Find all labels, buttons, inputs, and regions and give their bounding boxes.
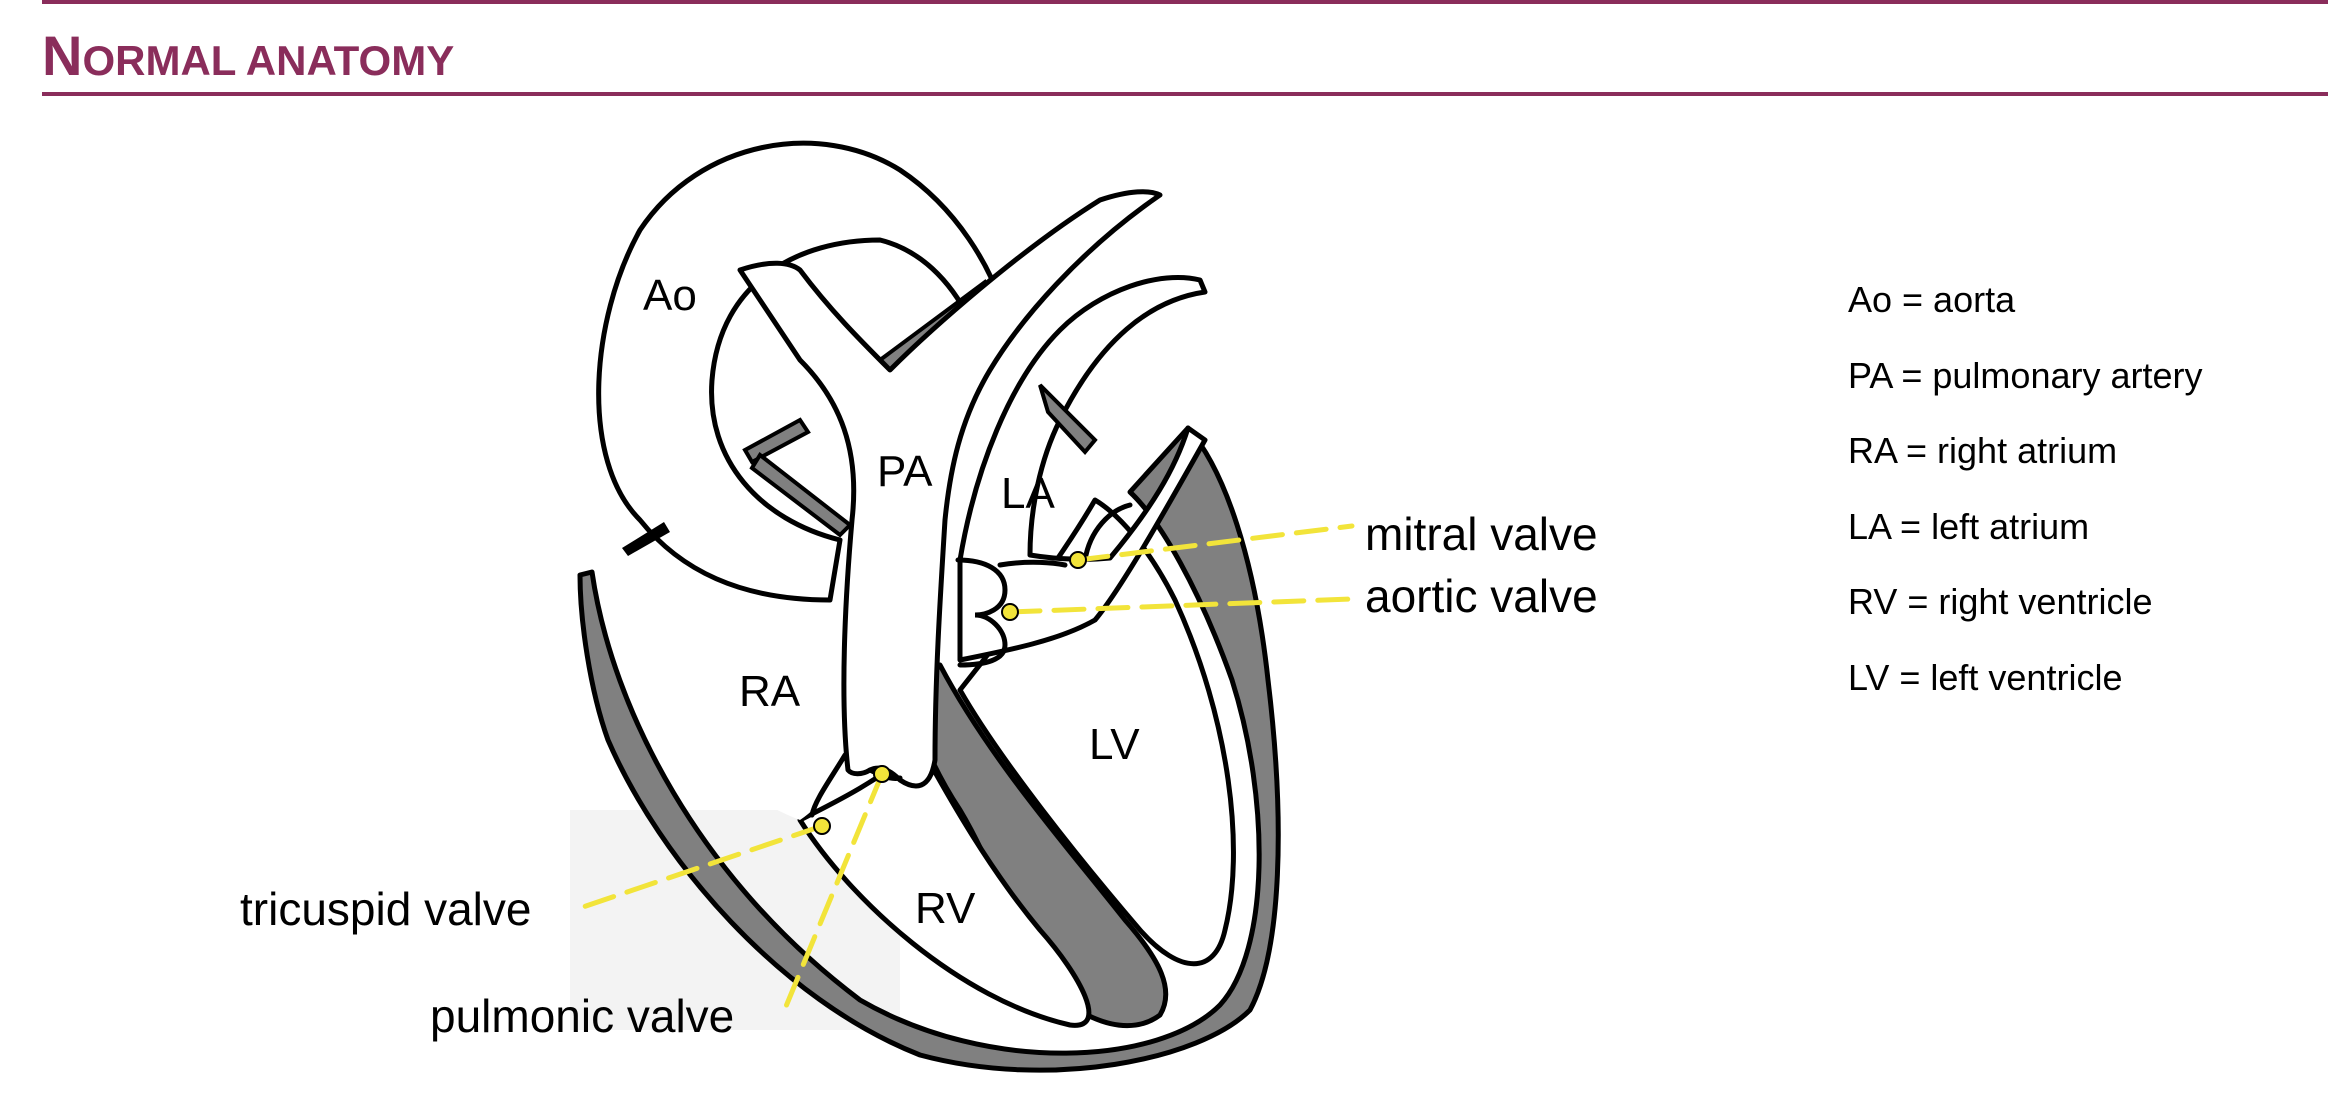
header-top-rule <box>42 0 2328 4</box>
left-atrial-appendage <box>1038 383 1098 456</box>
legend-item: LA = left atrium <box>1848 505 2090 547</box>
label-ra: RA <box>739 667 801 716</box>
page-title: NORMAL ANATOMY <box>42 22 454 95</box>
title-rest: ORMAL ANATOMY <box>82 37 455 84</box>
label-ao: Ao <box>643 271 697 320</box>
label-rv: RV <box>915 884 976 933</box>
callout-dots <box>813 551 1087 835</box>
label-aortic-valve: aortic valve <box>1365 570 1598 622</box>
label-mitral-valve: mitral valve <box>1365 508 1598 560</box>
abbreviation-legend: Ao = aorta PA = pulmonary artery RA = ri… <box>1848 262 2203 715</box>
label-lv: LV <box>1089 720 1140 769</box>
header-bottom-rule <box>42 92 2328 96</box>
legend-item: PA = pulmonary artery <box>1848 354 2203 396</box>
mitral-callout-line <box>1075 523 1355 563</box>
right-atrium <box>608 564 860 820</box>
arch-branch-lower <box>742 417 811 465</box>
callout-lines <box>571 523 1355 1019</box>
legend-item: LV = left ventricle <box>1848 656 2123 698</box>
mitral-valve-leaflets <box>997 502 1133 568</box>
title-initial: N <box>42 24 83 87</box>
label-pa: PA <box>877 447 933 496</box>
label-tricuspid-valve: tricuspid valve <box>240 883 531 935</box>
aortic-callout-line <box>1007 596 1355 615</box>
aortic-dot <box>1001 603 1019 621</box>
pulmonary-artery <box>737 189 1163 789</box>
legend-item: RA = right atrium <box>1848 430 2118 471</box>
mitral-dot <box>1069 551 1087 569</box>
pulmonic-dot <box>873 765 891 783</box>
label-pulmonic-valve: pulmonic valve <box>430 990 734 1042</box>
label-la: LA <box>1001 469 1055 518</box>
tricuspid-dot <box>813 817 831 835</box>
aortic-valve-cusps <box>955 557 1008 668</box>
legend-item: Ao = aorta <box>1848 279 2016 320</box>
aortic-stub <box>622 522 670 556</box>
pulmonic-callout-line <box>779 771 885 1019</box>
aortic-arch <box>596 140 1003 603</box>
ventricle-wall <box>577 425 1281 1073</box>
legend-item: RV = right ventricle <box>1848 581 2153 622</box>
arch-branch-diagonal <box>749 452 854 538</box>
tricuspid-callout-line <box>571 823 825 913</box>
